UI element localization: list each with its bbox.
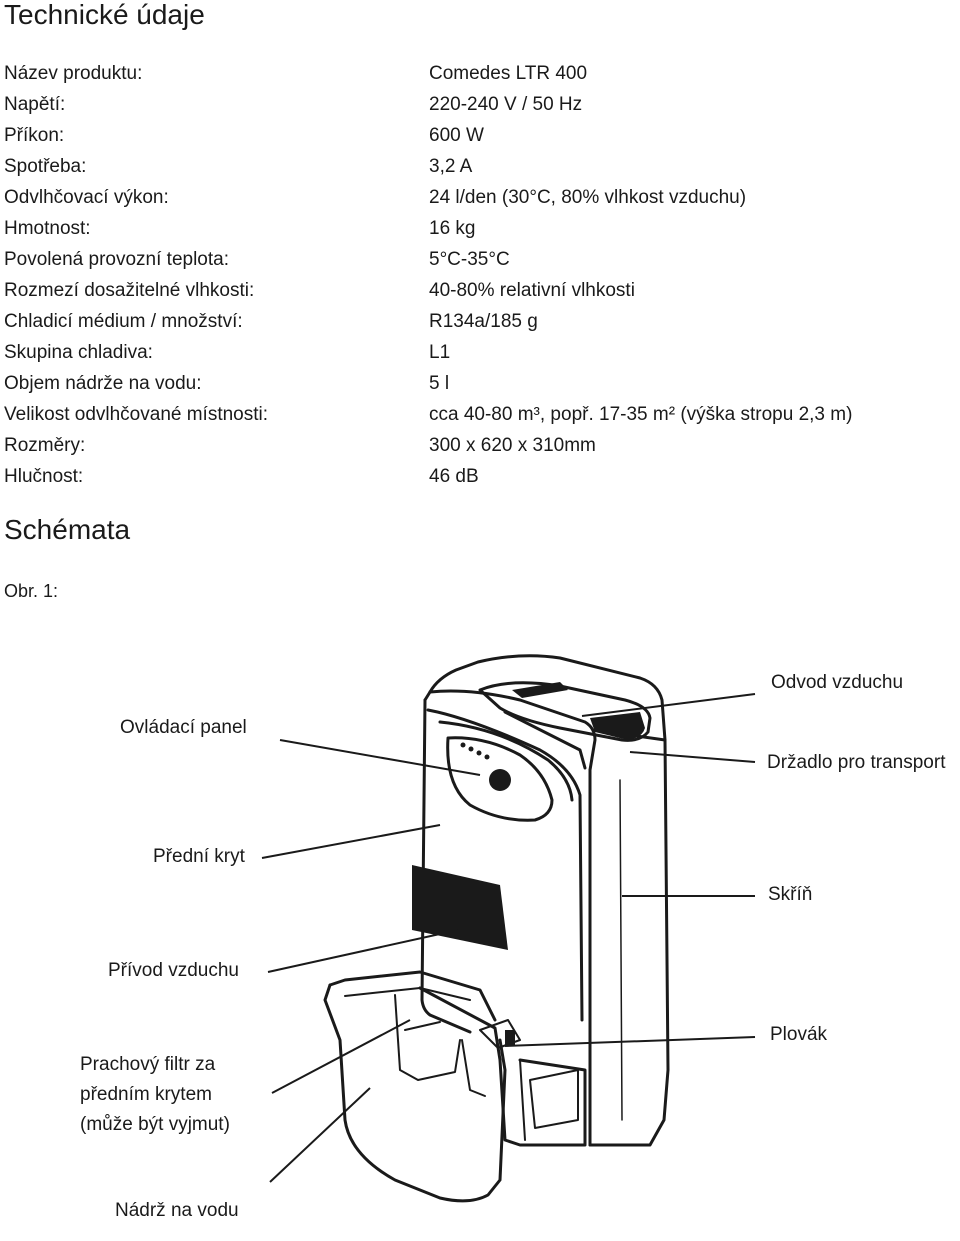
- base-divider: [519, 1059, 526, 1141]
- spec-row: Skupina chladiva: L1: [4, 337, 944, 368]
- callout-float: Plovák: [770, 1024, 828, 1045]
- spec-value: 220-240 V / 50 Hz: [429, 94, 583, 115]
- spec-row: Rozmezí dosažitelné vlhkosti: 40-80% rel…: [4, 275, 944, 306]
- spec-label: Název produktu:: [4, 63, 143, 84]
- spec-row: Napětí: 220-240 V / 50 Hz: [4, 89, 944, 120]
- dehumidifier-illustration: [261, 654, 756, 1203]
- float-marker: [505, 1030, 515, 1046]
- indicator-light: [460, 742, 466, 748]
- spec-value: 40-80% relativní vlhkosti: [429, 280, 635, 301]
- section-title-schemes: Schémata: [4, 514, 131, 545]
- leader-air-inlet: [267, 929, 459, 973]
- spec-row: Rozměry: 300 x 620 x 310mm: [4, 430, 944, 461]
- tank-float-arm: [461, 1039, 486, 1097]
- spec-row: Spotřeba: 3,2 A: [4, 151, 944, 182]
- spec-label: Chladicí médium / množství:: [4, 311, 243, 332]
- handle-outline: [478, 681, 652, 742]
- callout-dust-filter: Prachový filtr za předním krytem (může b…: [80, 1050, 230, 1140]
- front-panel-curve: [426, 708, 584, 1022]
- control-panel-recess: [446, 736, 554, 822]
- control-knob: [489, 769, 511, 791]
- leader-handle: [629, 751, 756, 763]
- leader-water-tank: [269, 1087, 371, 1183]
- callout-air-outlet: Odvod vzduchu: [771, 672, 904, 693]
- spec-label: Rozmezí dosažitelné vlhkosti:: [4, 280, 255, 301]
- front-panel-left: [420, 698, 472, 1034]
- leader-float: [504, 1036, 756, 1047]
- dehumidifier-diagram: Odvod vzduchu Ovládací panel Držadlo pro…: [0, 600, 960, 1236]
- spec-label: Povolená provozní teplota:: [4, 249, 229, 270]
- spec-label: Hlučnost:: [4, 466, 84, 487]
- leader-dust-filter: [271, 1019, 411, 1094]
- spec-value: cca 40-80 m³, popř. 17-35 m² (výška stro…: [429, 404, 853, 425]
- indicator-light: [484, 754, 490, 760]
- callout-dust-filter-line: (může být vyjmut): [80, 1114, 230, 1135]
- front-panel-bottom: [418, 986, 502, 1062]
- spec-label: Příkon:: [4, 125, 65, 146]
- spec-row: Objem nádrže na vodu: 5 l: [4, 368, 944, 399]
- indicator-light: [468, 746, 474, 752]
- leader-front-cover: [261, 824, 441, 859]
- spec-label: Napětí:: [4, 94, 66, 115]
- callout-dust-filter-line: Prachový filtr za: [80, 1054, 216, 1075]
- float-chamber: [529, 1069, 579, 1129]
- spec-value: 24 l/den (30°C, 80% vlhkost vzduchu): [429, 187, 747, 208]
- spec-row: Hmotnost: 16 kg: [4, 213, 944, 244]
- spec-label: Odvlhčovací výkon:: [4, 187, 169, 208]
- spec-label: Hmotnost:: [4, 218, 91, 239]
- leader-air-outlet: [581, 693, 756, 717]
- spec-value: 5 l: [429, 373, 450, 394]
- callout-dust-filter-line: předním krytem: [80, 1084, 212, 1105]
- spec-row: Chladicí médium / množství: R134a/185 g: [4, 306, 944, 337]
- spec-row: Příkon: 600 W: [4, 120, 944, 151]
- callout-cabinet: Skříň: [768, 884, 813, 905]
- base-compartment: [498, 1058, 587, 1147]
- handle-line: [503, 710, 587, 770]
- spec-value: 5°C-35°C: [429, 249, 510, 270]
- tank-inner-detail: [404, 1021, 441, 1031]
- spec-value: 600 W: [429, 125, 484, 146]
- handle-top-fill: [512, 682, 568, 698]
- spec-row: Povolená provozní teplota: 5°C-35°C: [4, 244, 944, 275]
- front-panel-inner-curve: [438, 720, 574, 802]
- tank-top-rim: [328, 970, 497, 1022]
- spec-row: Velikost odvlhčované místnosti: cca 40-8…: [4, 399, 944, 430]
- spec-value: 46 dB: [429, 466, 479, 487]
- spec-value: Comedes LTR 400: [429, 63, 588, 84]
- vent-grille: [590, 712, 645, 740]
- spec-label: Spotřeba:: [4, 156, 87, 177]
- spec-label: Velikost odvlhčované místnosti:: [4, 404, 269, 425]
- callout-air-inlet: Přívod vzduchu: [108, 960, 239, 981]
- float-element: [479, 1019, 521, 1049]
- spec-value: 3,2 A: [429, 156, 473, 177]
- spec-table: Název produktu: Comedes LTR 400 Napětí: …: [4, 58, 944, 492]
- spec-value: R134a/185 g: [429, 311, 538, 332]
- spec-value: 16 kg: [429, 218, 476, 239]
- intake-grille: [412, 865, 508, 950]
- spec-value: 300 x 620 x 310mm: [429, 435, 596, 456]
- spec-row: Odvlhčovací výkon: 24 l/den (30°C, 80% v…: [4, 182, 944, 213]
- tank-inner-wall: [394, 994, 461, 1081]
- spec-value: L1: [429, 342, 451, 363]
- callout-front-cover: Přední kryt: [153, 846, 245, 867]
- spec-label: Skupina chladiva:: [4, 342, 153, 363]
- callout-transport-handle: Držadlo pro transport: [767, 752, 946, 773]
- tank-inner-rim: [344, 987, 471, 1001]
- indicator-light: [476, 750, 482, 756]
- callout-control-panel: Ovládací panel: [120, 717, 247, 738]
- page-title: Technické údaje: [4, 0, 205, 30]
- spec-label: Rozměry:: [4, 435, 86, 456]
- cabinet-outline: [423, 654, 670, 1147]
- figure-label: Obr. 1:: [4, 581, 59, 601]
- spec-label: Objem nádrže na vodu:: [4, 373, 202, 394]
- tank-body: [323, 983, 507, 1203]
- spec-row: Hlučnost: 46 dB: [4, 461, 944, 492]
- leader-control-panel: [279, 739, 481, 776]
- callout-water-tank: Nádrž na vodu: [115, 1200, 239, 1221]
- spec-row: Název produktu: Comedes LTR 400: [4, 58, 944, 89]
- cabinet-seam: [619, 779, 623, 1121]
